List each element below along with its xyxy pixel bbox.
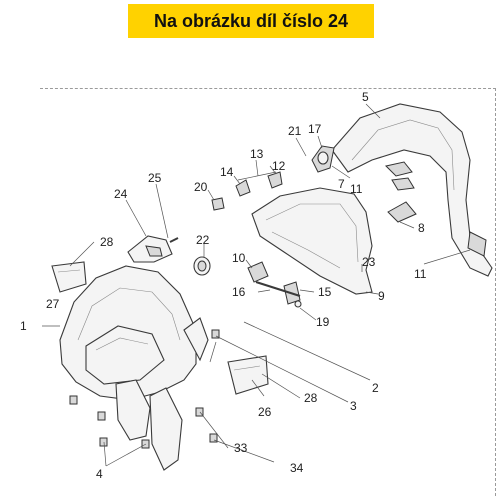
- part-24-insert: [127, 235, 173, 263]
- part-33-34-clips: [195, 329, 220, 443]
- callout-5: 5: [362, 90, 369, 104]
- banner-text: Na obrázku díl číslo 24: [153, 10, 349, 31]
- callout-9: 9: [378, 289, 385, 303]
- callout-21: 21: [288, 124, 302, 138]
- part-27-box: [51, 261, 87, 293]
- callout-12: 12: [272, 159, 286, 173]
- callout-7: 7: [338, 177, 345, 191]
- part-1-inner-shield: [59, 265, 209, 471]
- callout-24: 24: [114, 187, 128, 201]
- callout-3: 3: [350, 399, 357, 413]
- part-5-rear-panel: [331, 103, 493, 277]
- callout-14: 14: [220, 165, 234, 179]
- part-26-box: [227, 355, 269, 395]
- callout-26: 26: [258, 405, 272, 419]
- callout-23: 23: [362, 255, 376, 269]
- part-23-glovebox-door: [251, 187, 373, 295]
- callout-labels: 5 21 17 13 12 14 20 25 24 7 11 8 22 10 2…: [20, 90, 427, 481]
- callout-33: 33: [234, 441, 248, 455]
- callout-13: 13: [250, 147, 264, 161]
- callout-10: 10: [232, 251, 246, 265]
- part-25-screw: [169, 237, 179, 243]
- callout-19: 19: [316, 315, 330, 329]
- part-16-rod: [255, 280, 301, 298]
- callout-4: 4: [96, 467, 103, 481]
- callout-28-right: 28: [304, 391, 318, 405]
- callout-2: 2: [372, 381, 379, 395]
- hinge-brackets: [247, 261, 302, 308]
- leader-lines: [42, 103, 471, 467]
- callout-15: 15: [318, 285, 332, 299]
- callout-34: 34: [290, 461, 304, 475]
- part-17-lock: [311, 145, 335, 173]
- callout-27: 27: [46, 297, 60, 311]
- callout-11-lower: 11: [414, 267, 427, 281]
- callout-28-left: 28: [100, 235, 114, 249]
- part-number-banner: Na obrázku díl číslo 24: [128, 4, 374, 38]
- latch-assembly: [235, 171, 283, 197]
- callout-25: 25: [148, 171, 162, 185]
- callout-1: 1: [20, 319, 27, 333]
- part-22-knob: [193, 256, 211, 276]
- callout-16: 16: [232, 285, 246, 299]
- callout-22: 22: [196, 233, 210, 247]
- diagram-frame: [40, 88, 496, 496]
- callout-17: 17: [308, 122, 322, 136]
- callout-11-upper: 11: [350, 182, 363, 196]
- callout-20: 20: [194, 180, 208, 194]
- part-20-clip: [211, 197, 225, 211]
- callout-8: 8: [418, 221, 425, 235]
